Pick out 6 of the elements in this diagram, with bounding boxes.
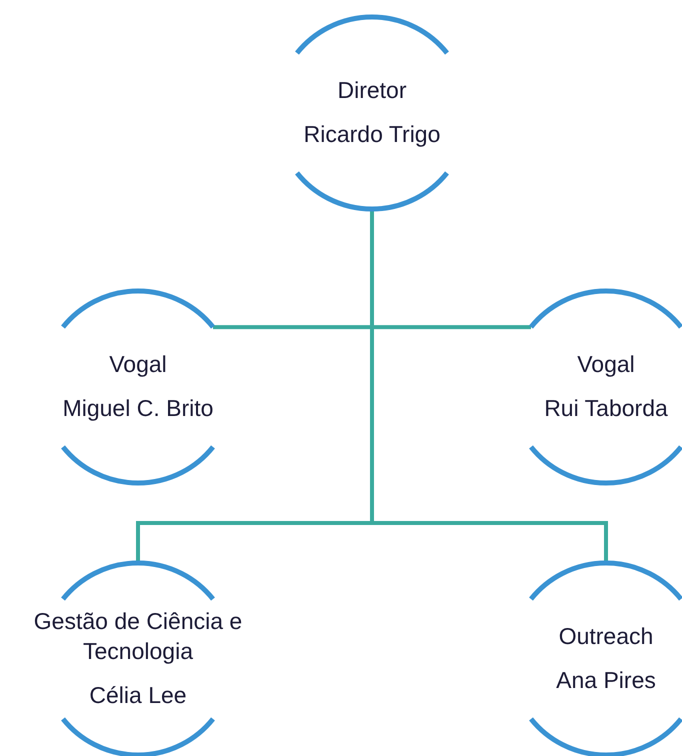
role-title: Gestão de Ciência e Tecnologia (32, 607, 244, 666)
person-name: Célia Lee (89, 680, 187, 710)
role-title: Vogal (109, 350, 167, 380)
person-name: Ricardo Trigo (304, 120, 440, 149)
role-title: Diretor (337, 76, 406, 106)
person-name: Miguel C. Brito (62, 394, 214, 423)
